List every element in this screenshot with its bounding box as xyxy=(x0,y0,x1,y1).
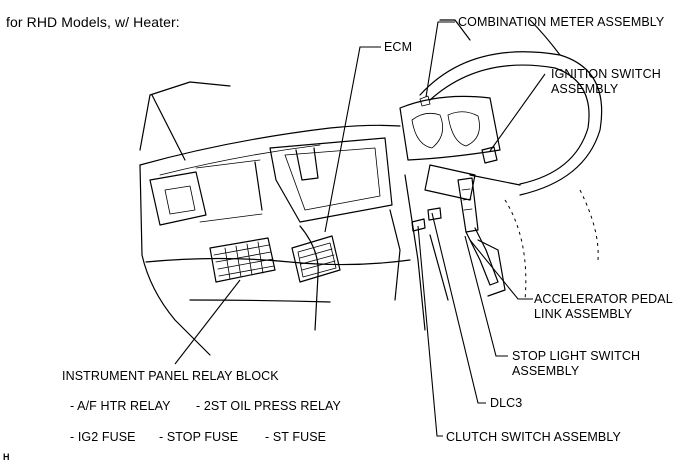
label-accelerator-pedal: ACCELERATOR PEDAL LINK ASSEMBLY xyxy=(534,292,673,322)
label-dlc3: DLC3 xyxy=(490,396,523,410)
label-stop-light-switch-line2: ASSEMBLY xyxy=(512,364,580,378)
label-stop-light-switch-line1: STOP LIGHT SWITCH xyxy=(512,349,641,363)
fuse-item-ig2: - IG2 FUSE xyxy=(70,430,136,444)
corner-mark: H xyxy=(3,452,10,462)
label-ecm: ECM xyxy=(384,40,413,54)
label-ignition-switch-line1: IGNITION SWITCH xyxy=(551,67,661,81)
label-ignition-switch: IGNITION SWITCH ASSEMBLY xyxy=(551,67,661,97)
label-combination-meter: COMBINATION METER ASSEMBLY xyxy=(458,15,665,29)
relay-item-2st-oil-press: - 2ST OIL PRESS RELAY xyxy=(196,399,341,413)
label-ignition-switch-line2: ASSEMBLY xyxy=(551,82,619,96)
diagram-title: for RHD Models, w/ Heater: xyxy=(6,14,180,30)
label-clutch-switch: CLUTCH SWITCH ASSEMBLY xyxy=(446,430,621,444)
label-accelerator-pedal-line2: LINK ASSEMBLY xyxy=(534,307,633,321)
fuse-item-st: - ST FUSE xyxy=(265,430,327,444)
relay-item-af-htr: - A/F HTR RELAY xyxy=(70,399,171,413)
label-accelerator-pedal-line1: ACCELERATOR PEDAL xyxy=(534,292,673,306)
label-stop-light-switch: STOP LIGHT SWITCH ASSEMBLY xyxy=(512,349,640,379)
fuse-item-stop: - STOP FUSE xyxy=(159,430,239,444)
label-relay-block: INSTRUMENT PANEL RELAY BLOCK xyxy=(62,369,279,383)
